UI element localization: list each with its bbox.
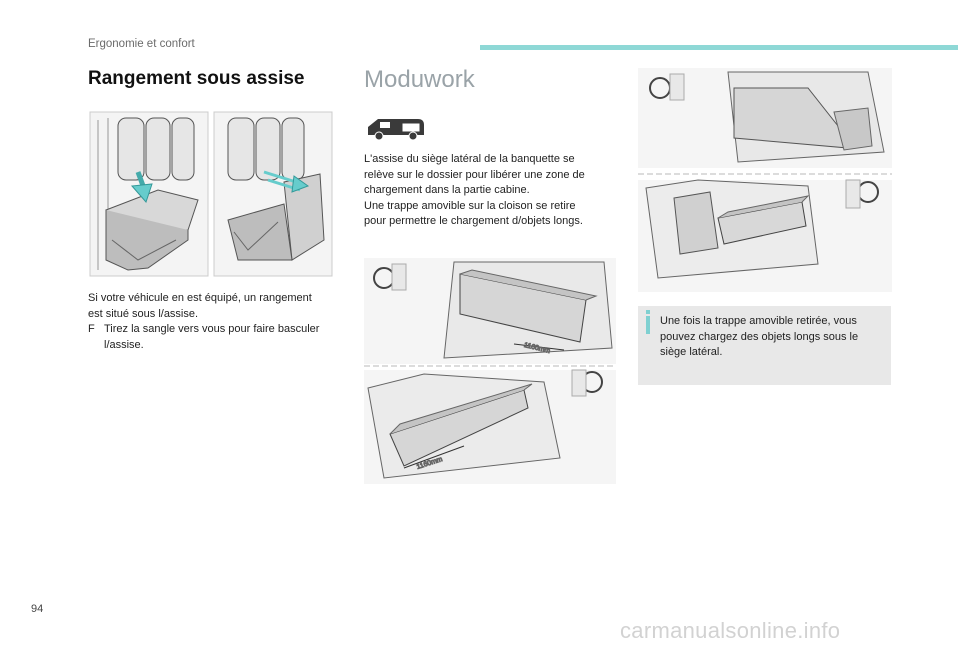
- info-text: Une fois la trappe amovible retirée, vou…: [660, 315, 859, 358]
- watermark: carmanualsonline.info: [620, 618, 841, 643]
- heading-rangement: Rangement sous assise: [88, 68, 305, 89]
- moduwork-line-5: pour permettre le chargement d/objets lo…: [364, 215, 583, 227]
- info-box: Une fois la trappe amovible retirée, vou…: [638, 306, 891, 385]
- removable-hatch-illustration: [638, 68, 892, 292]
- moduwork-line-2: relève sur le dossier pour libérer une z…: [364, 168, 585, 181]
- moduwork-line-4: Une trappe amovible sur la cloison se re…: [364, 199, 576, 212]
- moduwork-line-3: chargement dans la partie cabine.: [364, 184, 530, 196]
- heading-moduwork: Moduwork: [364, 66, 475, 93]
- section-header-title: Ergonomie et confort: [88, 38, 195, 50]
- bullet-text: Tirez la sangle vers vous pour faire bas…: [104, 323, 320, 351]
- page-number: 94: [31, 603, 44, 615]
- info-dot: [646, 310, 650, 314]
- seat-storage-illustration: [89, 111, 333, 277]
- info-icon: [646, 316, 650, 334]
- header-accent-bar: [480, 45, 958, 50]
- rangement-line-1: Si votre véhicule en est équipé, un rang…: [88, 292, 312, 304]
- bullet-mark: F: [88, 323, 95, 335]
- moduwork-paragraph: L'assise du siège latéral de la banquett…: [364, 152, 614, 230]
- van-icon: [368, 119, 424, 141]
- rangement-line-2: est situé sous l/assise.: [88, 307, 199, 320]
- moduwork-line-1: L'assise du siège latéral de la banquett…: [364, 153, 575, 165]
- bullet-item: F Tirez la sangle vers vous pour faire b…: [88, 322, 348, 353]
- long-object-loading-illustration: 1160mm 1160mm: [364, 258, 616, 484]
- rangement-paragraph: Si votre véhicule en est équipé, un rang…: [88, 291, 348, 353]
